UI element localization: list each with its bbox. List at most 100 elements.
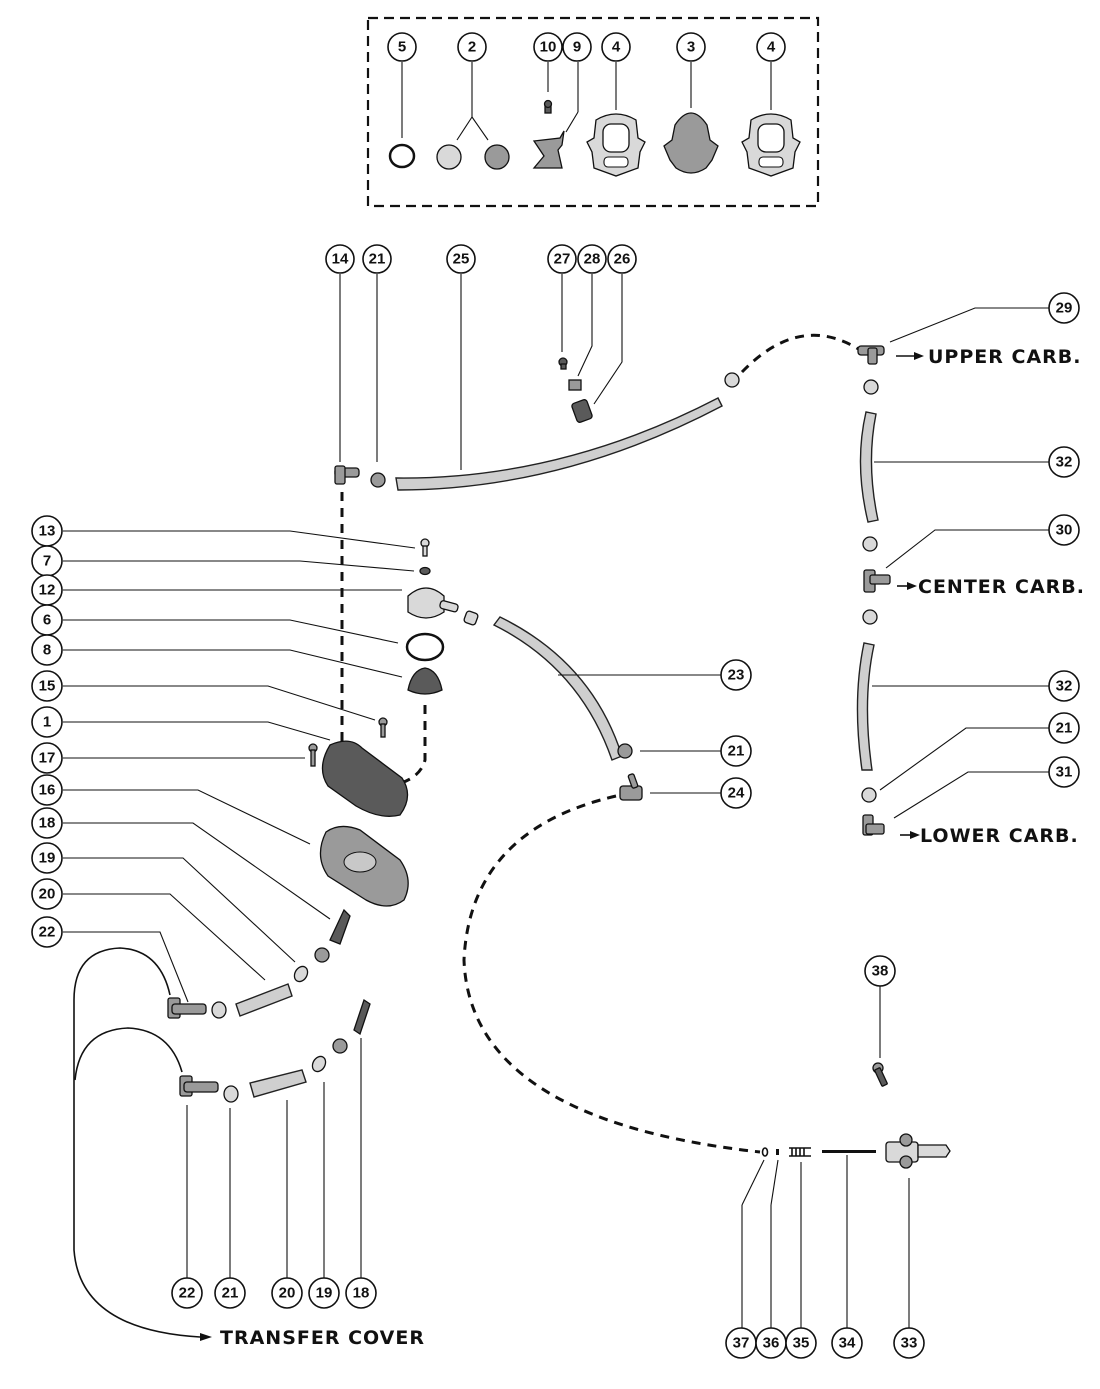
callout-number: 9 — [573, 39, 581, 56]
kit-item-9: 9 — [532, 32, 592, 169]
transfer-lines-group: 22 21 20 19 18 TRANSFER COVER — [73, 908, 425, 1349]
elbow-22-upper-icon — [167, 997, 207, 1019]
callout-number: 14 — [332, 251, 349, 268]
o-ring-icon — [388, 143, 416, 169]
callout-number: 36 — [763, 1335, 780, 1352]
callout-number: 25 — [453, 251, 470, 268]
fitting-18-icon — [353, 998, 371, 1036]
callout-number: 33 — [901, 1335, 918, 1352]
callout-number: 13 — [39, 523, 56, 540]
fuel-inlet-group: 38 37 36 35 34 33 — [725, 955, 951, 1359]
kit-item-10: 10 — [533, 32, 563, 114]
callout-number: 16 — [39, 782, 56, 799]
rod-34-icon — [822, 1150, 876, 1153]
lower-carb-label: LOWER CARB. — [920, 825, 1079, 847]
callout-number: 32 — [1056, 678, 1073, 695]
pump-callouts: 13 7 12 6 8 15 1 17 16 — [31, 515, 416, 1003]
tee-fitting-29-icon — [857, 345, 885, 365]
screw-13-icon — [420, 538, 430, 557]
hose-clamp-icon — [211, 1001, 227, 1019]
ball-37-icon — [761, 1147, 769, 1157]
diaphragm-icon — [663, 112, 719, 174]
elbow-fitting-24-icon — [619, 773, 643, 801]
tee-fitting-30-icon — [863, 569, 891, 593]
kit-dashed-border — [366, 16, 820, 208]
kit-item-5: 5 — [387, 32, 417, 169]
clamp-26-icon — [571, 399, 593, 423]
callout-number: 24 — [728, 785, 745, 802]
repair-kit-box: 5 2 10 9 — [366, 16, 820, 208]
transfer-route-line — [74, 1027, 183, 1081]
kit-item-4a: 4 — [586, 32, 646, 177]
hose-clamp-icon — [463, 610, 479, 626]
callout-number: 20 — [39, 886, 56, 903]
callout-number: 34 — [839, 1335, 856, 1352]
callout-number: 20 — [279, 1285, 296, 1302]
fitting-18-icon — [329, 908, 351, 945]
o-ring-6-icon — [405, 632, 445, 662]
screw-38-icon — [872, 1062, 888, 1087]
hose-clamp-icon — [862, 536, 878, 552]
washer-7-icon — [419, 566, 431, 576]
check-valve-19-icon — [293, 965, 309, 983]
hose-clamp-icon — [724, 372, 740, 388]
callout-number: 28 — [584, 251, 601, 268]
callout-number: 32 — [1056, 454, 1073, 471]
hose-clamp-icon — [862, 609, 878, 625]
upper-carb-label: UPPER CARB. — [928, 346, 1081, 368]
transfer-route-line — [73, 947, 201, 1338]
kit-item-3: 3 — [663, 32, 719, 174]
callout-number: 23 — [728, 667, 745, 684]
callout-number: 22 — [179, 1285, 196, 1302]
pin-36-icon — [776, 1149, 779, 1155]
fuel-hose-32-icon — [859, 411, 879, 523]
fuel-hose-20-icon — [235, 983, 293, 1017]
elbow-fitting-31-icon — [862, 814, 885, 836]
callout-number: 29 — [1056, 300, 1073, 317]
hose-clamp-icon — [370, 472, 386, 488]
callout-number: 10 — [540, 39, 557, 56]
hose-clamp-icon — [617, 743, 633, 759]
fuel-path-dashed-line — [740, 333, 861, 374]
callout-number: 19 — [39, 850, 56, 867]
callout-number: 38 — [872, 963, 889, 980]
callout-number: 37 — [733, 1335, 750, 1352]
check-valve-icon — [484, 144, 510, 170]
elbow-22-lower-icon — [179, 1075, 219, 1097]
callout-number: 17 — [39, 750, 56, 767]
hose-clamp-icon — [332, 1038, 348, 1054]
callout-number: 8 — [43, 642, 51, 659]
elbow-fitting-14-icon — [334, 465, 360, 485]
screw-15-icon — [378, 717, 388, 738]
callout-number: 21 — [728, 743, 745, 760]
callout-number: 35 — [793, 1335, 810, 1352]
fuel-pump-assembly-group: 13 7 12 6 8 15 1 17 16 — [31, 492, 761, 1154]
screw-27-icon — [558, 357, 568, 370]
callout-number: 31 — [1056, 764, 1073, 781]
callout-number: 21 — [1056, 720, 1073, 737]
fuel-path-dashed-line — [389, 705, 427, 788]
callout-number: 21 — [222, 1285, 239, 1302]
fuel-pump-body-1-icon — [321, 740, 409, 817]
upper-fuel-line-group: 14 21 25 27 28 26 — [325, 244, 861, 491]
center-carb-label: CENTER CARB. — [918, 576, 1085, 598]
check-valve-icon — [436, 144, 462, 170]
transfer-cover-label: TRANSFER COVER — [220, 1327, 425, 1349]
callout-number: 4 — [612, 39, 621, 56]
callout-number: 30 — [1056, 522, 1073, 539]
fuel-path-dashed-line — [462, 794, 761, 1154]
fuel-hose-23-icon — [492, 616, 623, 761]
spring-35-icon — [789, 1147, 811, 1157]
fuel-hose-20-icon — [249, 1069, 307, 1098]
filter-screen-8-icon — [407, 667, 443, 695]
callout-number: 4 — [767, 39, 776, 56]
callout-number: 15 — [39, 678, 56, 695]
callout-number: 1 — [43, 714, 51, 731]
callout-number: 27 — [554, 251, 571, 268]
kit-item-2: 2 — [436, 32, 510, 170]
callout-number: 3 — [687, 39, 695, 56]
callout-number: 5 — [398, 39, 406, 56]
hose-clamp-icon — [861, 787, 877, 803]
kit-item-4b: 4 — [741, 32, 801, 177]
